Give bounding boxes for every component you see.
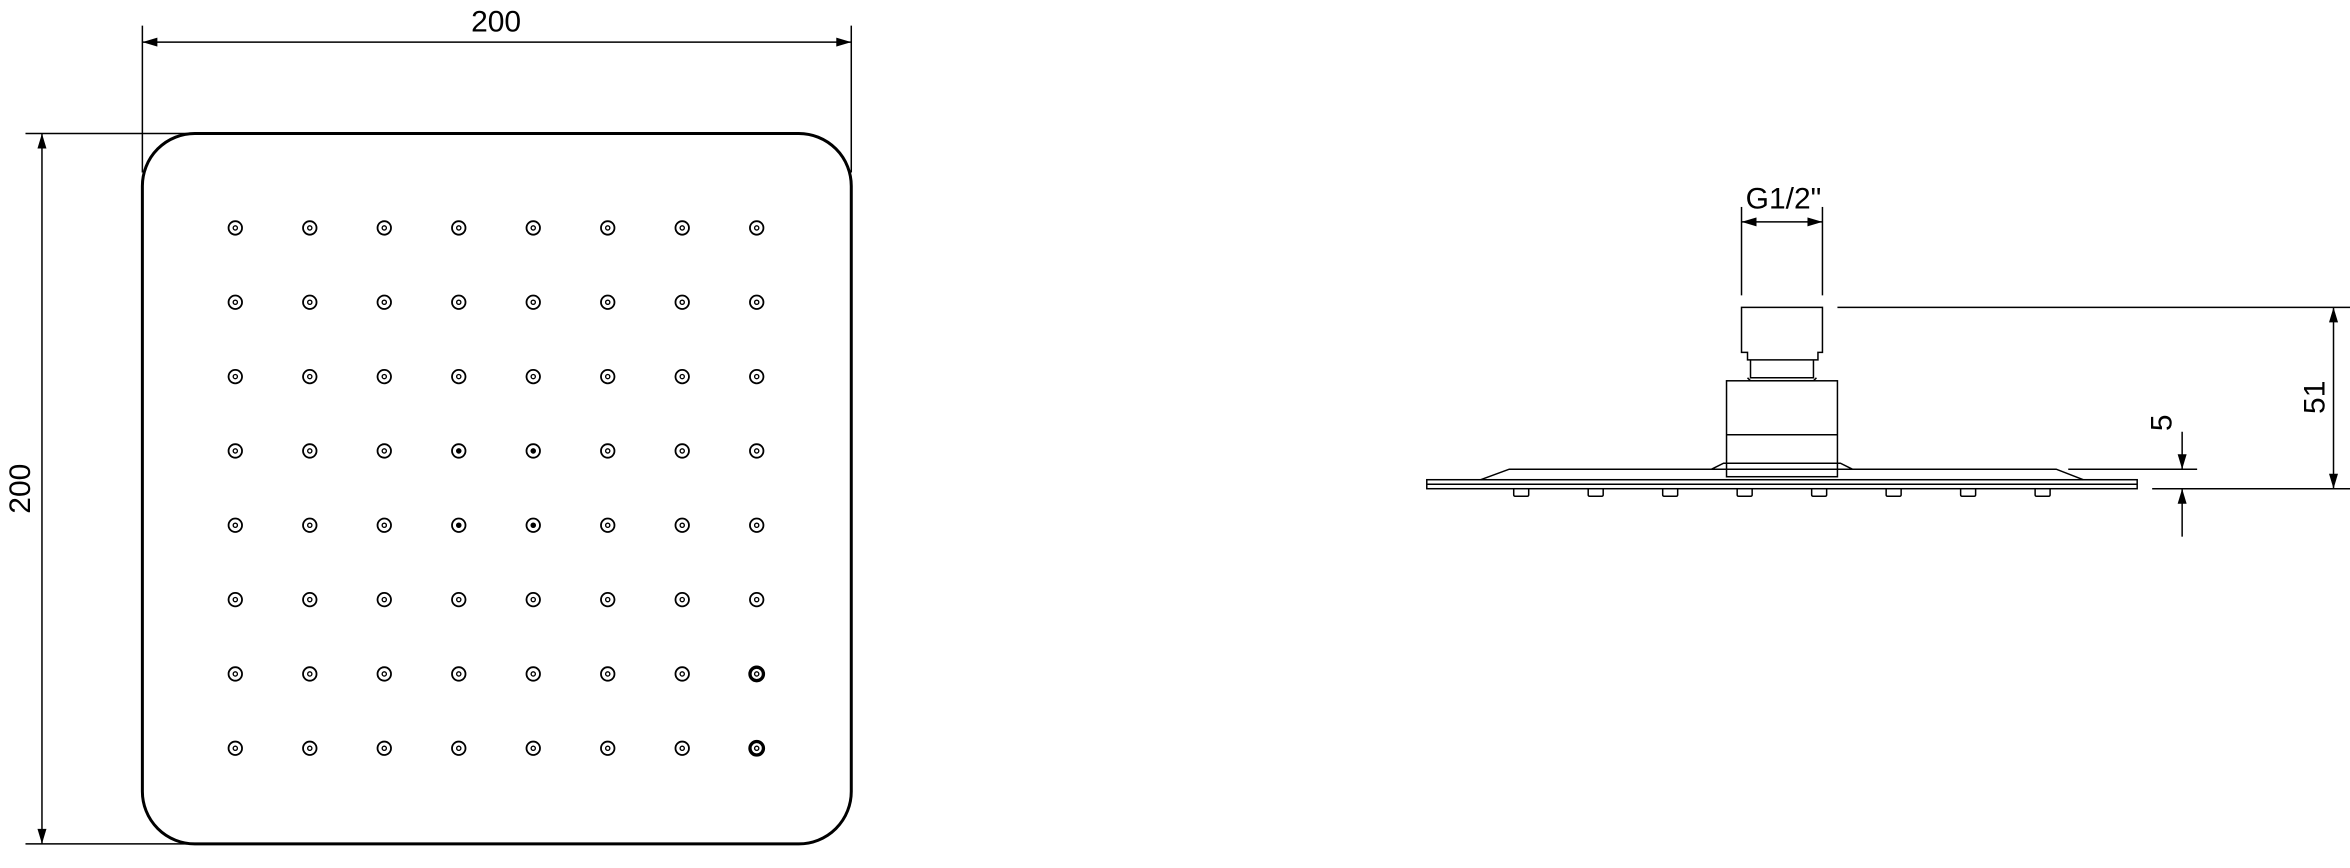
nozzle [227, 368, 243, 385]
thread-dimension: G1/2" [1740, 182, 1824, 296]
nozzle [749, 220, 765, 236]
shower-plate-side [1426, 468, 2138, 497]
nozzle [749, 591, 765, 608]
side-nozzles [1512, 488, 2051, 497]
side-nozzle [1512, 488, 1530, 497]
nozzle [674, 443, 690, 459]
nozzle [302, 443, 318, 459]
nozzle [376, 368, 392, 385]
height-label: 200 [4, 464, 37, 514]
nozzle [302, 666, 318, 682]
nozzle [748, 739, 766, 757]
side-nozzle [2034, 488, 2051, 497]
nozzle [302, 294, 318, 310]
nozzle [451, 666, 467, 682]
nozzle [674, 294, 690, 310]
side-nozzle [1810, 488, 1828, 497]
nozzle [376, 294, 392, 310]
nozzle [227, 220, 243, 236]
nozzle [302, 591, 318, 608]
thread-label: G1/2" [1746, 182, 1822, 215]
nozzle [525, 740, 541, 756]
plate-thickness-label: 5 [2146, 414, 2179, 431]
nozzle [525, 443, 541, 459]
nozzle [674, 591, 690, 608]
nozzle [451, 368, 467, 385]
nozzle-grid [227, 220, 766, 757]
width-dimension: 200 [141, 6, 853, 173]
plate-thickness-dimension: 5 [2068, 414, 2198, 537]
shower-plate-outline [140, 132, 853, 846]
side-nozzle [1661, 488, 1679, 497]
nozzle [525, 666, 541, 682]
nozzle [748, 665, 766, 683]
nozzle [525, 591, 541, 608]
nozzle [600, 666, 616, 682]
nozzle [451, 294, 467, 310]
shower-arm-fitting [1711, 306, 1853, 478]
nozzle [376, 443, 392, 459]
nozzle [227, 666, 243, 682]
nozzle [674, 517, 690, 533]
width-label: 200 [471, 6, 521, 39]
nozzle [749, 368, 765, 385]
nozzle [227, 443, 243, 459]
nozzle [376, 740, 392, 756]
nozzle [227, 294, 243, 310]
nozzle [600, 220, 616, 236]
nozzle [674, 368, 690, 385]
nozzle [600, 517, 616, 533]
nozzle [451, 517, 467, 533]
nozzle [749, 294, 765, 310]
nozzle [600, 591, 616, 608]
nozzle [376, 220, 392, 236]
nozzle [525, 517, 541, 533]
nozzle [376, 591, 392, 608]
nozzle [376, 666, 392, 682]
height-dimension: 200 [4, 132, 195, 845]
nozzle [600, 443, 616, 459]
nozzle [302, 368, 318, 385]
side-view: G1/2" 51 5 [1426, 182, 2350, 537]
overall-height-dimension: 51 [1837, 306, 2350, 490]
nozzle [525, 220, 541, 236]
side-nozzle [1959, 488, 1977, 497]
side-nozzle [1736, 488, 1753, 497]
nozzle [525, 294, 541, 310]
top-view: 200 200 [4, 6, 853, 846]
overall-height-label: 51 [2299, 381, 2332, 414]
nozzle [227, 517, 243, 533]
nozzle [674, 220, 690, 236]
nozzle [302, 220, 318, 236]
nozzle [227, 740, 243, 756]
nozzle [451, 740, 467, 756]
nozzle [302, 517, 318, 533]
nozzle [451, 591, 467, 608]
nozzle [376, 517, 392, 533]
side-nozzle [1885, 488, 1902, 497]
nozzle [674, 740, 690, 756]
nozzle [227, 591, 243, 608]
nozzle [600, 368, 616, 385]
nozzle [749, 517, 765, 533]
nozzle [451, 220, 467, 236]
nozzle [451, 443, 467, 459]
nozzle [302, 740, 318, 756]
nozzle [600, 294, 616, 310]
nozzle [749, 443, 765, 459]
side-nozzle [1587, 488, 1604, 497]
nozzle [600, 740, 616, 756]
nozzle [525, 368, 541, 385]
nozzle [674, 666, 690, 682]
